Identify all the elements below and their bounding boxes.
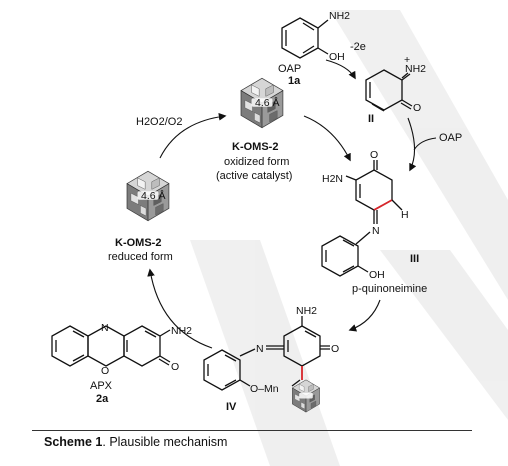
arrow-ii-to-iii bbox=[407, 117, 417, 172]
iii-amine-label: H2N bbox=[322, 173, 343, 185]
oxidized-tunnel-label: 4.6 Å bbox=[255, 96, 280, 109]
caption-text: . Plausible mechanism bbox=[102, 435, 228, 449]
arrow-iii-to-iv bbox=[348, 299, 381, 332]
ii-oxo-label: O bbox=[413, 102, 421, 114]
iv-n-label: N bbox=[256, 343, 264, 355]
intermediate-iv-molecule: NH2 O N O–Mn IV bbox=[203, 305, 339, 413]
apx-oxo-label: O bbox=[171, 361, 179, 373]
iv-number: IV bbox=[226, 401, 237, 413]
iv-omn-label: O–Mn bbox=[250, 383, 279, 395]
iii-h-label: H bbox=[401, 209, 409, 221]
iii-n-label: N bbox=[372, 225, 380, 237]
caption-rule bbox=[32, 430, 472, 431]
arrow-oap-addition bbox=[413, 137, 437, 151]
scheme-caption: Scheme 1. Plausible mechanism bbox=[44, 435, 227, 449]
oxidized-catalyst-form: oxidized form bbox=[224, 156, 289, 168]
arrow-iv-to-reduced bbox=[147, 268, 213, 349]
apx-number: 2a bbox=[96, 393, 109, 405]
reduced-tunnel-label: 4.6 Å bbox=[141, 189, 166, 202]
apx-n-label: N bbox=[101, 322, 109, 334]
reduced-catalyst-name: K-OMS-2 bbox=[115, 237, 161, 249]
apx-molecule: N O NH2 O APX 2a bbox=[51, 322, 192, 405]
oxidant-reagent-label: H2O2/O2 bbox=[136, 116, 182, 128]
arrow-oap-to-ii bbox=[325, 59, 356, 80]
reduced-catalyst-form: reduced form bbox=[108, 251, 173, 263]
oap-oh-label: OH bbox=[329, 51, 345, 63]
watermark bbox=[190, 10, 508, 466]
oap-name: OAP bbox=[278, 63, 301, 75]
iii-number: III bbox=[410, 253, 419, 265]
iii-oxo-label: O bbox=[370, 149, 378, 161]
intermediate-ii-molecule: NH2 + O II bbox=[365, 54, 426, 125]
oxidized-catalyst-note: (active catalyst) bbox=[216, 170, 292, 182]
iii-oh-label: OH bbox=[369, 269, 385, 281]
oap-reagent-label: OAP bbox=[439, 132, 462, 144]
iv-nh2-label: NH2 bbox=[296, 305, 317, 317]
oap-nh2-label: NH2 bbox=[329, 10, 350, 22]
ii-plus-label: + bbox=[404, 54, 410, 66]
apx-o-label: O bbox=[101, 365, 109, 377]
arrow-oxidized-to-iii bbox=[303, 115, 351, 162]
iv-oxo-label: O bbox=[331, 343, 339, 355]
quinoneimine-molecule: O H2N H N OH III p-quinoneimine bbox=[321, 149, 427, 295]
oxidized-catalyst-name: K-OMS-2 bbox=[232, 141, 278, 153]
oap-molecule: NH2 OH OAP 1a bbox=[278, 10, 350, 87]
oxidation-label: -2e bbox=[350, 41, 366, 53]
caption-label: Scheme 1 bbox=[44, 435, 103, 449]
apx-name: APX bbox=[90, 380, 113, 392]
ii-nh2-label: NH2 bbox=[405, 63, 426, 75]
oap-number: 1a bbox=[288, 75, 301, 87]
ii-number: II bbox=[368, 113, 374, 125]
iii-name: p-quinoneimine bbox=[352, 283, 427, 295]
arrow-reduced-to-oxidized bbox=[159, 112, 227, 159]
apx-nh2-label: NH2 bbox=[171, 325, 192, 337]
